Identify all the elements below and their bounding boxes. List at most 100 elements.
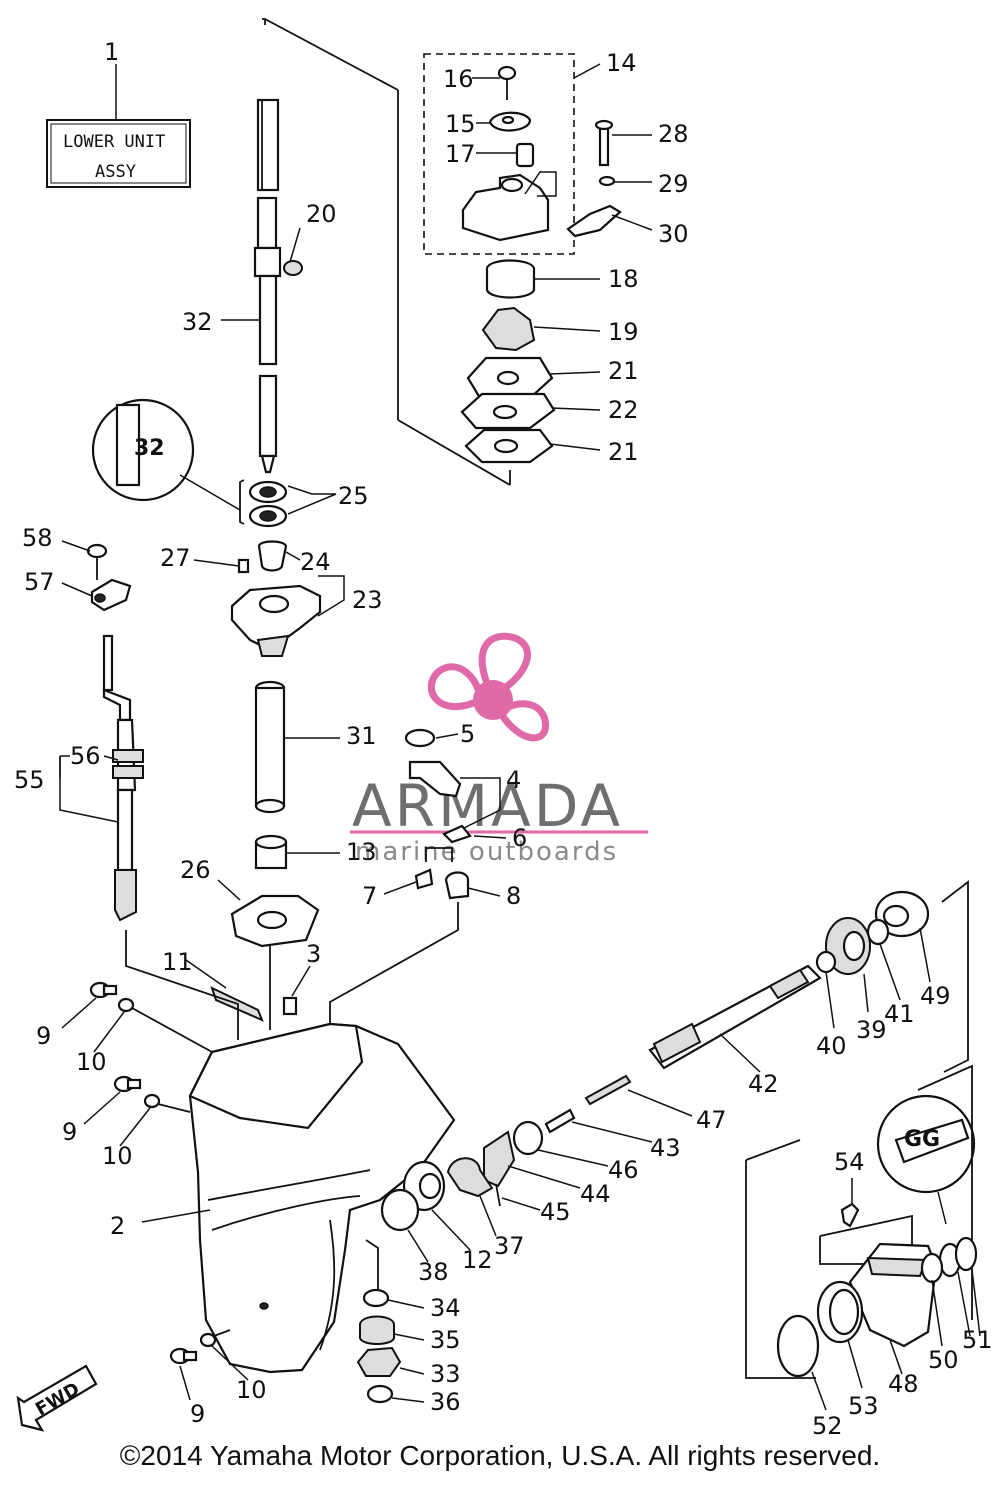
callout-55: 55 — [14, 766, 45, 794]
callout-35: 35 — [430, 1326, 461, 1354]
gear-37 — [446, 1157, 494, 1198]
callout-36: 36 — [430, 1388, 461, 1416]
shim-34 — [362, 1288, 390, 1308]
callout-29: 29 — [658, 170, 689, 198]
callout-19: 19 — [608, 318, 639, 346]
callout-18: 18 — [608, 265, 639, 293]
callout-24: 24 — [300, 548, 331, 576]
callout-11: 11 — [162, 948, 193, 976]
shim-40 — [815, 950, 837, 974]
bolt-9-a — [89, 981, 118, 999]
callout-39: 39 — [856, 1016, 887, 1044]
pipe-4 — [408, 760, 462, 798]
callout-46: 46 — [608, 1156, 639, 1184]
pin-3 — [282, 996, 298, 1016]
watermark-tagline: marine outboards — [355, 837, 618, 867]
pin-43 — [544, 1108, 576, 1134]
callout-25: 25 — [338, 482, 369, 510]
shim-38 — [380, 1188, 420, 1232]
box-line2: ASSY — [95, 162, 136, 182]
callout-8: 8 — [506, 882, 521, 910]
washer-6 — [442, 824, 472, 844]
bearing-50 — [920, 1252, 944, 1284]
callout-40: 40 — [816, 1032, 847, 1060]
callout-6: 6 — [512, 824, 527, 852]
callout-13: 13 — [346, 838, 377, 866]
callout-27: 27 — [160, 544, 191, 572]
bearing-49 — [874, 890, 930, 938]
callout-58: 58 — [22, 524, 53, 552]
callout-28: 28 — [658, 120, 689, 148]
callout-9a: 9 — [36, 1022, 51, 1050]
callout-45: 45 — [540, 1198, 571, 1226]
callout-1: 1 — [104, 38, 119, 66]
callout-53: 53 — [848, 1392, 879, 1420]
screw-58 — [86, 543, 108, 559]
forward-direction-badge: FWD — [16, 1364, 98, 1432]
grease-detail-b: GG — [876, 1094, 976, 1225]
pin-45 — [495, 1183, 501, 1207]
callout-32: 32 — [182, 308, 213, 336]
callout-15: 15 — [445, 110, 476, 138]
grease-detail-a: 32 — [91, 398, 241, 511]
cap-8 — [444, 871, 470, 900]
part-callouts: 1 14 16 15 28 17 29 30 20 18 32 19 21 22… — [14, 38, 993, 1440]
callout-3: 3 — [306, 940, 321, 968]
callout-14: 14 — [606, 49, 637, 77]
callout-47: 47 — [696, 1106, 727, 1134]
callout-49: 49 — [920, 982, 951, 1010]
callout-34: 34 — [430, 1294, 461, 1322]
screw-16 — [497, 65, 517, 100]
callout-4: 4 — [506, 766, 521, 794]
o-ring-52 — [776, 1314, 820, 1378]
washer-10-a — [117, 997, 135, 1013]
bolt-9-c — [169, 1347, 198, 1365]
washer-41 — [866, 918, 890, 946]
callout-51: 51 — [962, 1326, 993, 1354]
callout-33: 33 — [430, 1360, 461, 1388]
callout-31: 31 — [346, 722, 377, 750]
callout-7: 7 — [362, 882, 377, 910]
bolt-9-b — [113, 1075, 142, 1093]
callout-30: 30 — [658, 220, 689, 248]
ring-46 — [512, 1120, 544, 1156]
callout-9c: 9 — [190, 1400, 205, 1428]
clutch-44 — [483, 1130, 516, 1188]
impeller-cup-18 — [485, 259, 536, 299]
svg-text:GG: GG — [904, 1127, 940, 1152]
callout-20: 20 — [306, 200, 337, 228]
armada-watermark: ARMADA marine outboards — [350, 632, 648, 867]
callout-10c: 10 — [236, 1376, 267, 1404]
nut-36 — [366, 1384, 394, 1404]
bracket-30 — [566, 204, 622, 238]
seals-51 — [938, 1236, 978, 1278]
callout-52: 52 — [812, 1412, 843, 1440]
callout-57: 57 — [24, 568, 55, 596]
callout-23: 23 — [352, 586, 383, 614]
callout-12: 12 — [462, 1246, 493, 1274]
oil-seals-25 — [239, 479, 288, 528]
callout-22: 22 — [608, 396, 639, 424]
bearing-35 — [359, 1315, 395, 1345]
propeller-icon — [427, 632, 549, 742]
insert-17 — [515, 142, 535, 168]
propeller-shaft-42 — [648, 964, 822, 1070]
callout-17: 17 — [445, 140, 476, 168]
callout-9b: 9 — [62, 1118, 77, 1146]
callout-10b: 10 — [102, 1142, 133, 1170]
callout-16: 16 — [443, 65, 474, 93]
watermark-brand: ARMADA — [352, 772, 623, 840]
bolt-54 — [840, 1202, 860, 1228]
callout-48: 48 — [888, 1370, 919, 1398]
copyright-notice: ©2014 Yamaha Motor Corporation, U.S.A. A… — [119, 1440, 881, 1471]
pin-27 — [237, 558, 250, 574]
svg-text:32: 32 — [134, 436, 165, 461]
callout-38: 38 — [418, 1258, 449, 1286]
bolt-7 — [414, 868, 434, 890]
callout-26: 26 — [180, 856, 211, 884]
callout-54: 54 — [834, 1148, 865, 1176]
callout-44: 44 — [580, 1180, 611, 1208]
spring-47 — [584, 1074, 632, 1106]
callout-21b: 21 — [608, 438, 639, 466]
bearing-13 — [254, 834, 288, 870]
